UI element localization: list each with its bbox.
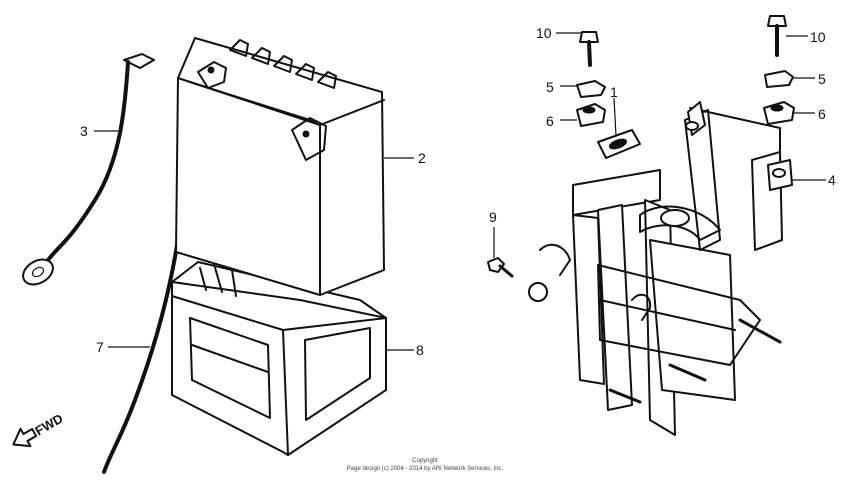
callout-1: 1 [610,84,618,100]
part-1-rubber-pad [597,129,641,159]
part-2-battery [175,37,385,296]
part-8-battery-tray [171,261,387,456]
callout-10-left: 10 [536,25,552,41]
copyright-line-1: Copyright [412,458,438,464]
bolt-stack-right [763,15,795,125]
part-9-screw [487,257,514,278]
part-4-bracket [685,101,793,191]
callout-6-right: 6 [818,106,826,122]
copyright-notice: Copyright Page design (c) 2004 - 2014 by… [347,458,504,472]
bolt-stack-left [576,31,606,127]
battery-holder-frame [528,107,783,436]
callout-5-left: 5 [546,79,554,95]
callout-10-right: 10 [810,29,826,45]
callout-7: 7 [96,339,104,355]
leader-lines [94,32,826,351]
fwd-arrow-icon: FWD [12,411,66,448]
callout-9: 9 [489,209,497,225]
callout-labels: 10 10 5 5 6 6 1 3 2 4 9 7 8 [80,25,836,358]
callout-8: 8 [416,342,424,358]
callout-5-right: 5 [818,71,826,87]
callout-2: 2 [418,150,426,166]
callout-4: 4 [828,172,836,188]
callout-3: 3 [80,123,88,139]
copyright-line-2: Page design (c) 2004 - 2014 by ARI Netwo… [347,466,504,472]
callout-6-left: 6 [546,113,554,129]
fwd-label: FWD [32,411,65,439]
part-7-breather-tube [102,223,182,474]
part-3-cable [22,53,155,286]
